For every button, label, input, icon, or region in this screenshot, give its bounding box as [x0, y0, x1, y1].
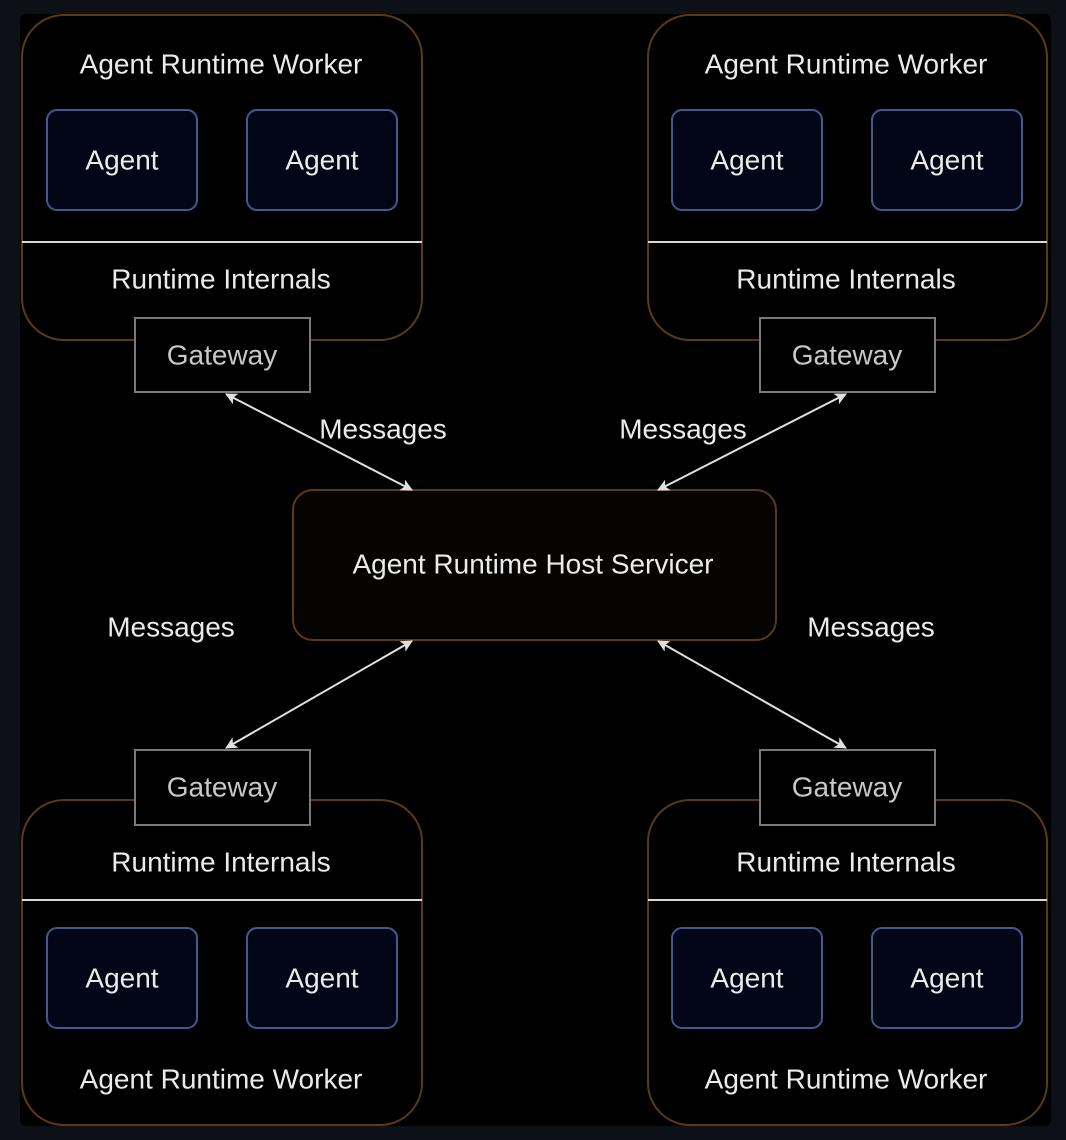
edge-label: Messages — [807, 612, 935, 643]
edges: Messages Messages Messages Messages — [107, 393, 935, 749]
worker-bottom-right: Runtime Internals Agent Agent Agent Runt… — [647, 749, 1048, 1126]
agent-label: Agent — [285, 145, 358, 176]
runtime-internals-label: Runtime Internals — [111, 264, 330, 295]
host-servicer: Agent Runtime Host Servicer — [292, 489, 777, 641]
message-edge-bottom-left — [225, 640, 413, 749]
gateway-label: Gateway — [792, 340, 903, 371]
agent-label: Agent — [85, 963, 158, 994]
agent-node[interactable] — [871, 109, 1023, 211]
edge-label: Messages — [319, 414, 447, 445]
runtime-internals-label: Runtime Internals — [736, 847, 955, 878]
agent-node[interactable] — [671, 109, 823, 211]
gateway-label: Gateway — [167, 340, 278, 371]
agent-label: Agent — [285, 963, 358, 994]
message-edge-bottom-right — [657, 640, 847, 749]
agent-label: Agent — [85, 145, 158, 176]
message-edge-top-left — [225, 393, 413, 491]
gateway-node[interactable] — [134, 317, 311, 393]
host-servicer-node[interactable] — [292, 489, 777, 641]
agent-node[interactable] — [246, 109, 398, 211]
edge-label: Messages — [619, 414, 747, 445]
agent-node[interactable] — [46, 109, 198, 211]
runtime-internals-label: Runtime Internals — [111, 847, 330, 878]
runtime-internals-label: Runtime Internals — [736, 264, 955, 295]
agent-label: Agent — [910, 145, 983, 176]
gateway-label: Gateway — [792, 772, 903, 803]
edge-label: Messages — [107, 612, 235, 643]
agent-label: Agent — [710, 145, 783, 176]
host-servicer-label: Agent Runtime Host Servicer — [352, 549, 713, 580]
message-edge-top-right — [657, 393, 847, 491]
worker-title: Agent Runtime Worker — [80, 49, 363, 80]
agent-node[interactable] — [671, 927, 823, 1029]
diagram-canvas: Agent Runtime Worker Agent Agent Runtime… — [20, 14, 1051, 1126]
agent-label: Agent — [910, 963, 983, 994]
architecture-diagram: Agent Runtime Worker Agent Agent Runtime… — [21, 14, 1048, 1126]
agent-label: Agent — [710, 963, 783, 994]
worker-top-left: Agent Runtime Worker Agent Agent Runtime… — [21, 14, 423, 393]
agent-node[interactable] — [871, 927, 1023, 1029]
worker-title: Agent Runtime Worker — [705, 1064, 988, 1095]
gateway-node[interactable] — [134, 749, 311, 826]
agent-node[interactable] — [246, 927, 398, 1029]
worker-bottom-left: Runtime Internals Agent Agent Agent Runt… — [21, 749, 423, 1126]
worker-top-right: Agent Runtime Worker Agent Agent Runtime… — [647, 14, 1048, 393]
gateway-node[interactable] — [759, 749, 936, 826]
worker-title: Agent Runtime Worker — [80, 1064, 363, 1095]
gateway-label: Gateway — [167, 772, 278, 803]
gateway-node[interactable] — [759, 317, 936, 393]
worker-title: Agent Runtime Worker — [705, 49, 988, 80]
agent-node[interactable] — [46, 927, 198, 1029]
